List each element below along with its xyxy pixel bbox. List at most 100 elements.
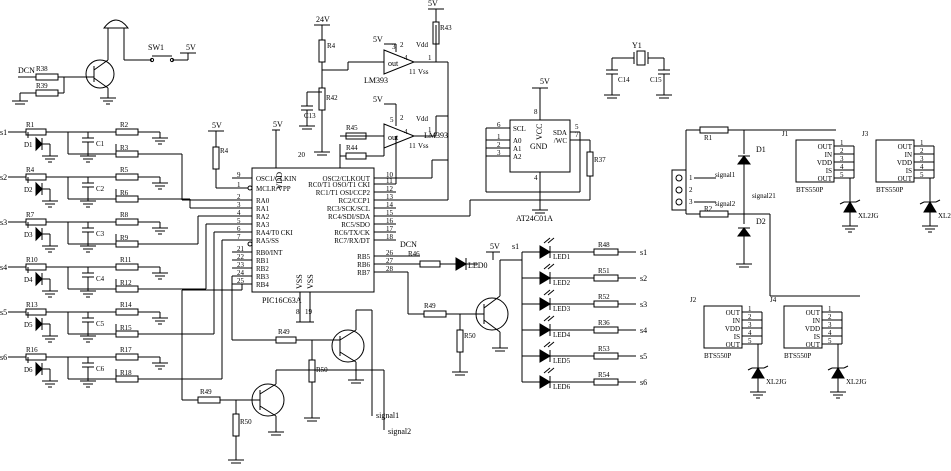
eeprom-name: AT24C01A — [516, 214, 553, 223]
mclr-resistor-label: R4 — [220, 147, 229, 155]
sig1-output: signal1 — [376, 411, 399, 420]
driver-pin-num: 1 — [748, 305, 752, 313]
channel-net: s3 — [0, 218, 7, 227]
mcu-pin-num: 4 — [237, 209, 241, 217]
mcu-vss-pin-1: 8 — [296, 308, 300, 316]
channel-r-div: R12 — [120, 279, 132, 287]
comp2-out: out — [388, 133, 399, 142]
channel-r-in: R16 — [26, 346, 38, 354]
driver-pin-num: 3 — [920, 155, 924, 163]
crystal-circuit: Y1 C14 C15 — [604, 41, 672, 99]
crystal-c15: C15 — [650, 76, 662, 84]
led-name: LED6 — [553, 383, 571, 391]
led-resistor: R53 — [598, 345, 610, 353]
led-net: s1 — [640, 248, 647, 257]
conn-signal1: signal1 — [715, 171, 736, 179]
led-name: LED1 — [553, 253, 571, 261]
eeprom-resistor: R37 — [594, 156, 606, 164]
channel-r-out: R11 — [120, 256, 132, 264]
mcu-pin-name: RA3 — [256, 221, 270, 229]
mcu-vdd-pin: 20 — [298, 151, 306, 159]
sig2-output: signal2 — [388, 427, 411, 436]
channel-r-div: R18 — [120, 369, 132, 377]
comp-r42: R42 — [326, 94, 338, 102]
driver-pin-name: OUT — [818, 143, 833, 151]
comparator-supply: 24V — [316, 15, 330, 24]
conn-pin-2: 2 — [689, 186, 693, 194]
driver-pin-name: IS — [906, 167, 912, 175]
mcu-pin-num: 13 — [386, 193, 394, 201]
led-supply: 5V — [490, 242, 500, 251]
transistor-buzzer — [85, 59, 115, 89]
mclr-pullup: 5V R4 — [208, 121, 248, 189]
transistor-signal1 — [331, 329, 365, 363]
driver-pin-name: OUT — [806, 309, 821, 317]
driver-pin-name: OUT — [818, 175, 833, 183]
mcu-pin-num: 14 — [386, 201, 394, 209]
mcu-pin-num: 22 — [237, 253, 245, 261]
channel-r-out: R17 — [120, 346, 132, 354]
mcu-pin-name: RC6/TX/CK — [334, 229, 370, 237]
led-net: s5 — [640, 352, 647, 361]
mcu-pin-name: RB6 — [357, 261, 370, 269]
driver-pin-num: 4 — [840, 163, 844, 171]
mcu-pin-name: RC0/T1 OSO/T1 CKI — [308, 181, 371, 189]
mcu-pin-num: 2 — [237, 193, 241, 201]
mcu-pin-name: RA4/T0 CKI — [256, 229, 293, 237]
led-section: DCN R46 LED0 5V s1 R49 R50 — [374, 237, 647, 391]
mcu-pin-name: RA1 — [256, 205, 270, 213]
comp2-in-pin-a: 5 — [390, 116, 394, 124]
led-name: LED4 — [553, 331, 571, 339]
mcu-pin-num: 23 — [237, 261, 245, 269]
eeprom-pin-name: A2 — [513, 153, 522, 161]
driver-pin-num: 1 — [828, 305, 832, 313]
comp1-vss: Vss — [418, 68, 429, 76]
driver-pin-num: 3 — [748, 321, 752, 329]
driver-pin-num: 1 — [840, 139, 844, 147]
channel-cap: C4 — [96, 275, 105, 283]
driver-pin-name: OUT — [806, 341, 821, 349]
channel-net: s4 — [0, 263, 7, 272]
comp2-out-pin: 1 — [428, 126, 432, 134]
out-d1: D1 — [756, 145, 766, 154]
driver-pin-name: VDD — [817, 159, 832, 167]
led0-label: LED0 — [468, 261, 488, 270]
channel-diode: D6 — [24, 366, 33, 374]
mcu-pin-num: 6 — [237, 225, 241, 233]
sig2-r-pull: R50 — [240, 418, 252, 426]
comparator-section: 24V R4 R42 C13 out 3 4 5V 2 Vdd 11 Vss 1 — [299, 0, 452, 201]
mcu-pin-name: RB0/INT — [256, 249, 283, 257]
transistor-led-driver — [475, 297, 509, 331]
eeprom-pin-num: 6 — [497, 121, 501, 129]
mcu-body — [251, 167, 375, 293]
driver-pin-name: VDD — [805, 325, 820, 333]
led-r49: R49 — [424, 302, 436, 310]
out-d2: D2 — [756, 217, 766, 226]
driver-pin-num: 2 — [828, 313, 832, 321]
mclr-supply: 5V — [212, 121, 222, 130]
mcu-pin-num: 16 — [386, 217, 394, 225]
mcu-pin-name: RB4 — [256, 281, 269, 289]
mcu-pin-num: 27 — [386, 257, 394, 265]
eeprom-pin-num: 5 — [575, 123, 579, 131]
comp1-out: out — [388, 59, 399, 68]
driver-diode: XL2JG — [858, 212, 879, 220]
driver-diode: XL2JG — [766, 378, 787, 386]
mcu-pin-num: 1 — [237, 181, 241, 189]
channel-diode: D1 — [24, 141, 33, 149]
eeprom-pin-name: /WC — [554, 137, 568, 145]
driver-pin-name: IS — [826, 167, 832, 175]
mcu-pin-name: RB2 — [256, 265, 269, 273]
led-resistor: R52 — [598, 293, 610, 301]
